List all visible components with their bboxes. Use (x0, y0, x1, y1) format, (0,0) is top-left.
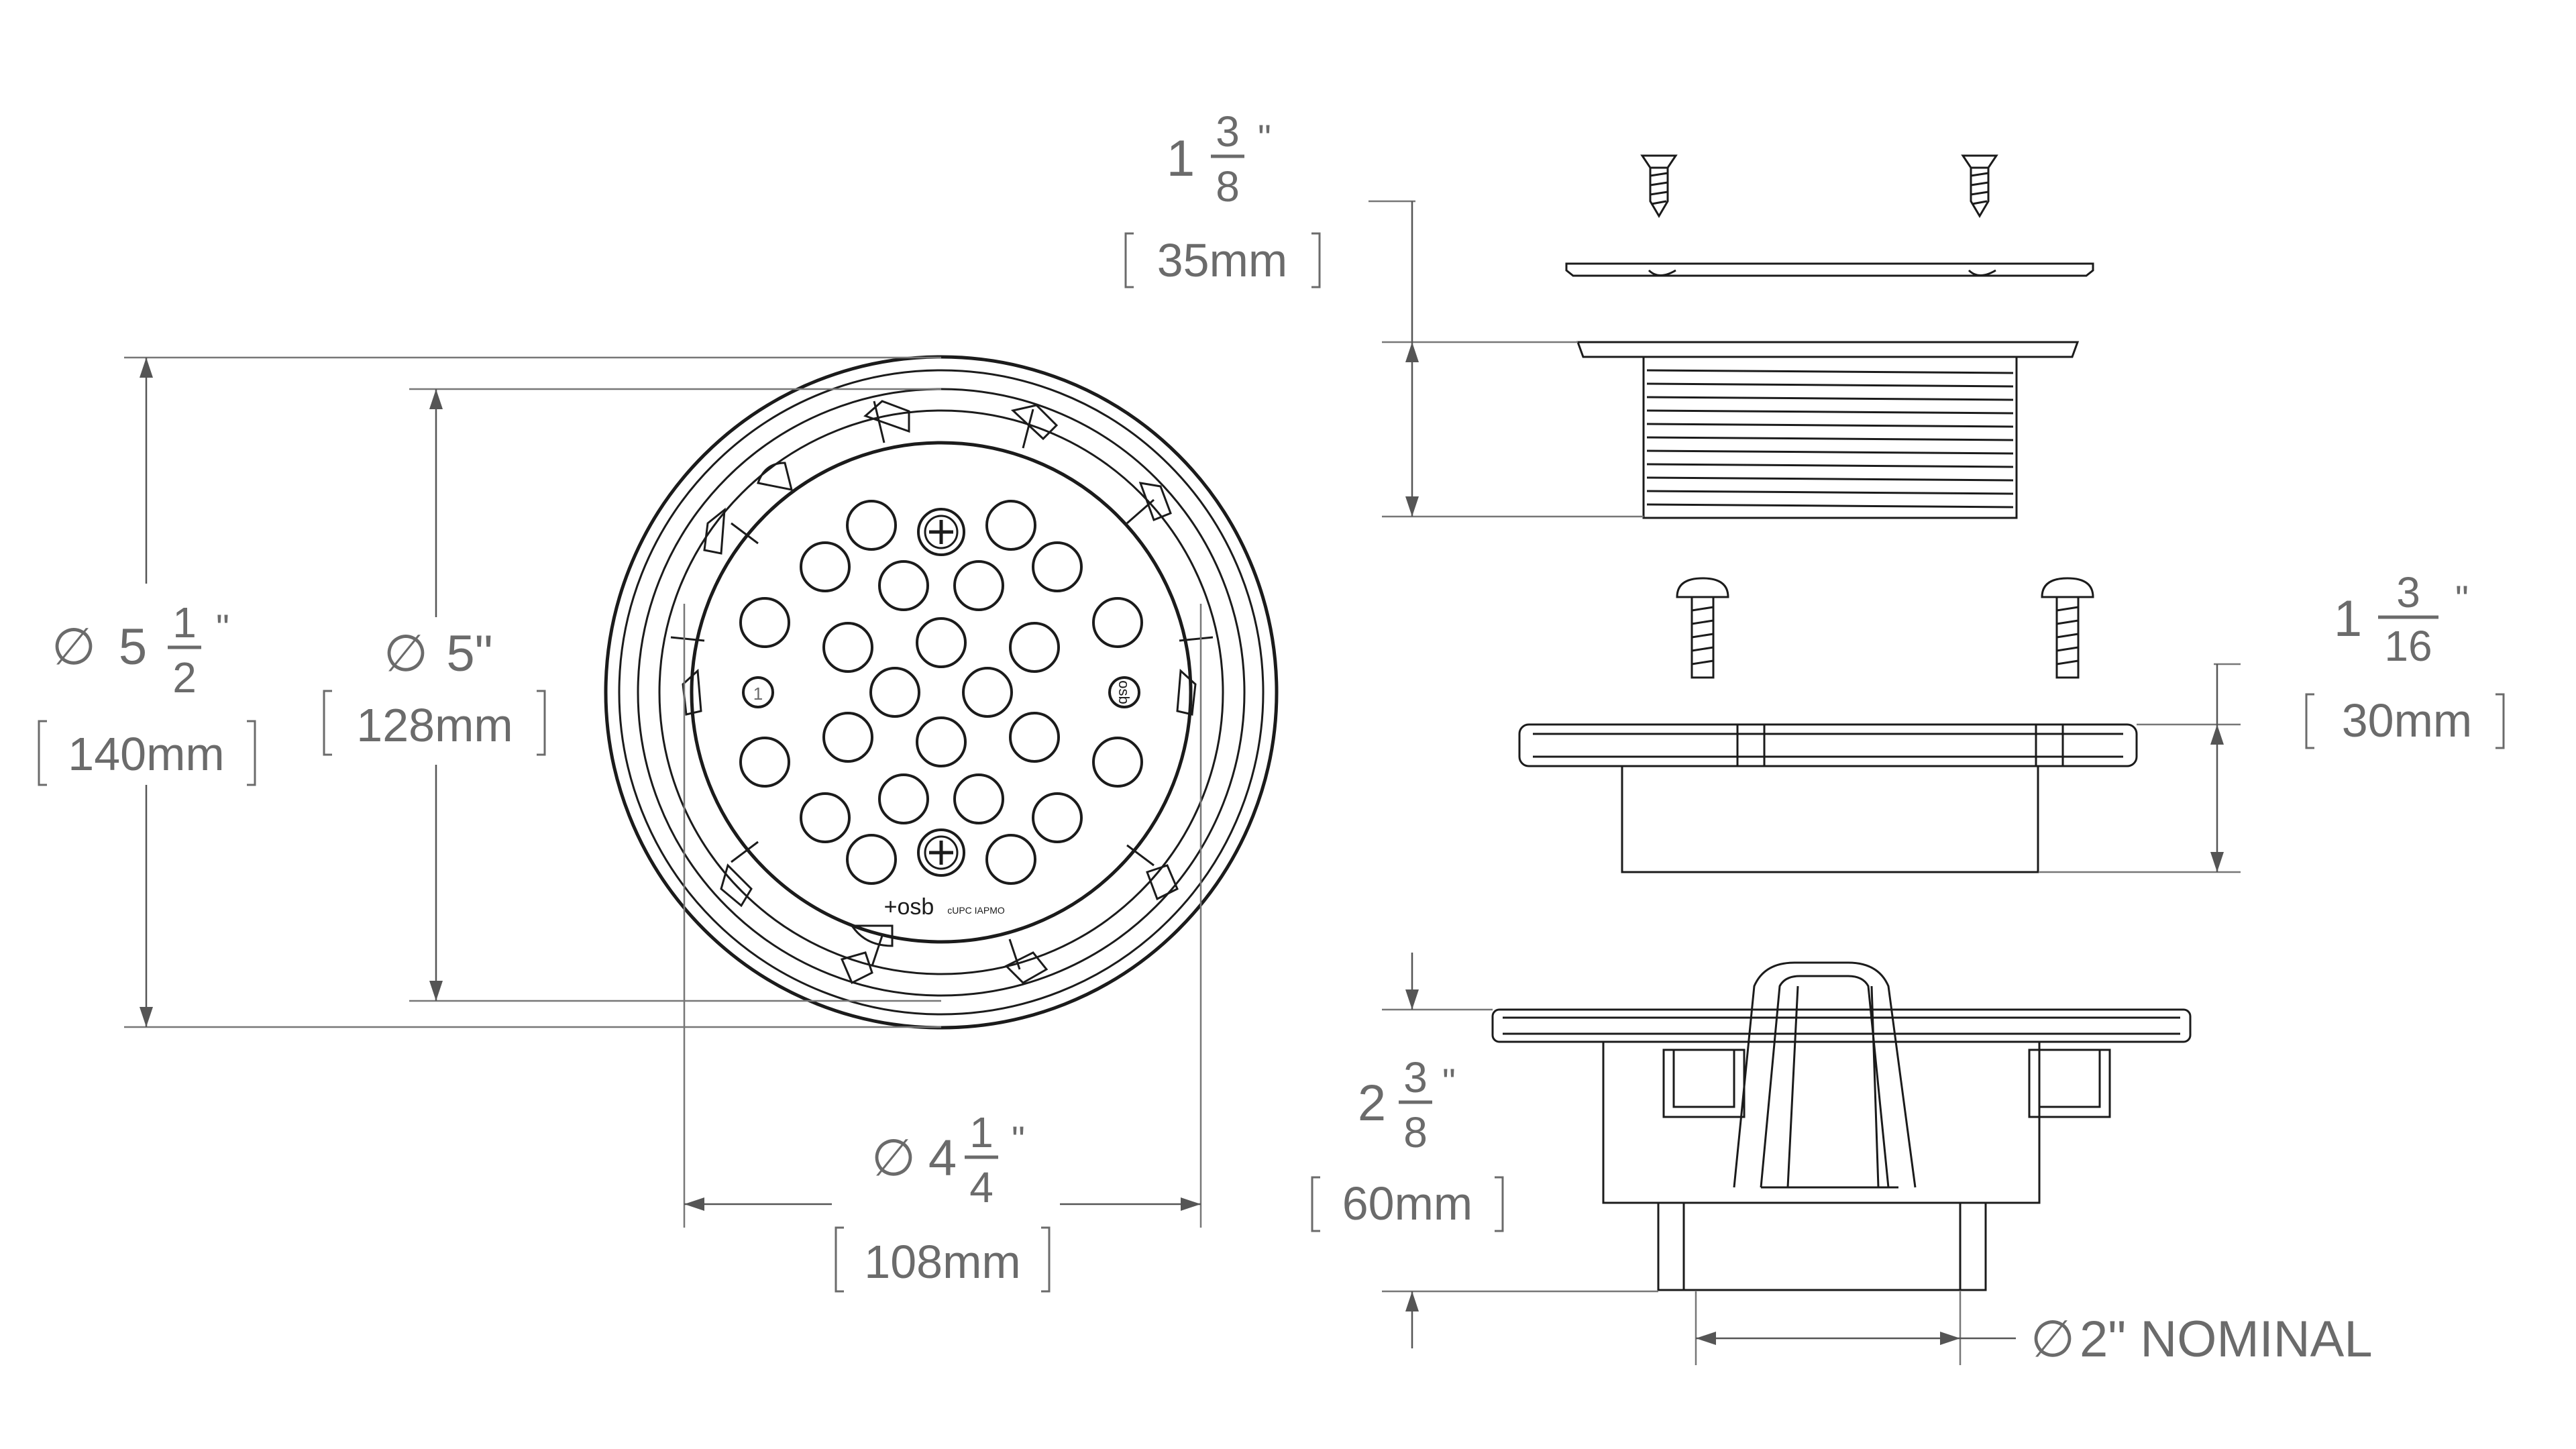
dim-pipe-size: ∅ 2" NOMINAL (1695, 1291, 2373, 1368)
inner-diameter-whole: 4 (928, 1130, 957, 1187)
top-view-drain: 1 osb +osb cUPC IAPMO (604, 355, 1279, 1030)
inner-diameter-den: 4 (969, 1163, 994, 1212)
strainer-height-num: 3 (1216, 107, 1240, 156)
threaded-ring-side (1576, 341, 2080, 519)
cert-mark: cUPC IAPMO (947, 905, 1005, 916)
ring-height-inch: " (2455, 578, 2469, 620)
dim-strainer-diameter: ∅ 5" 128mm (319, 388, 941, 1002)
strainer-diameter-symbol: ∅ (384, 625, 428, 682)
body-height-metric: 60mm (1342, 1177, 1472, 1230)
outer-diameter-symbol: ∅ (52, 619, 96, 676)
inner-diameter-symbol: ∅ (871, 1130, 916, 1187)
drain-body-side (1491, 961, 2192, 1291)
strainer-diameter-value: 5" (446, 625, 492, 682)
strainer-small-marks: 1 osb +osb cUPC IAPMO (742, 676, 1140, 920)
inner-diameter-metric: 108mm (864, 1236, 1020, 1288)
outer-diameter-metric: 140mm (68, 728, 224, 780)
dim-ring-height: 1 3 16 " 30mm (2039, 568, 2505, 873)
strainer-screw-side-left (1640, 154, 1678, 218)
outer-diameter-inch: " (216, 606, 229, 649)
ring-bolt-left (1676, 577, 1729, 679)
side-logo: osb (1116, 680, 1132, 704)
body-height-whole: 2 (1358, 1075, 1386, 1132)
ring-height-metric: 30mm (2342, 694, 2472, 747)
strainer-height-whole: 1 (1167, 130, 1195, 187)
ring-height-den: 16 (2384, 622, 2432, 670)
strainer-holes (739, 500, 1143, 885)
outer-flange-ring (604, 355, 1279, 1030)
outer-diameter-den: 2 (172, 653, 197, 702)
body-height-inch: " (1442, 1061, 1456, 1103)
body-height-den: 8 (1403, 1108, 1428, 1157)
hole-label: 1 (753, 684, 763, 704)
pipe-size-text: 2" NOMINAL (2080, 1311, 2373, 1368)
strainer-height-den: 8 (1216, 162, 1240, 211)
outer-diameter-num: 1 (172, 598, 197, 647)
inner-diameter-inch: " (1012, 1118, 1025, 1161)
dim-outer-diameter: ∅ 5 1 2 " 140mm (37, 356, 941, 1028)
strainer-height-inch: " (1258, 117, 1271, 159)
body-height-num: 3 (1403, 1053, 1428, 1102)
strainer-logo: +osb (884, 894, 934, 920)
strainer-screw-side-right (1961, 154, 1998, 218)
dim-strainer-height: 1 3 8 " 35mm (1124, 107, 1644, 518)
strainer-plate (690, 441, 1193, 944)
ring-height-num: 3 (2396, 568, 2420, 616)
inner-diameter-num: 1 (969, 1108, 994, 1157)
strainer-screw-bottom (917, 828, 965, 877)
strainer-plate-side (1565, 262, 2094, 277)
pipe-size-symbol: ∅ (2031, 1311, 2075, 1368)
strainer-diameter-metric: 128mm (356, 699, 513, 751)
outer-flange-inner-edge (618, 369, 1265, 1016)
flange-recess-ring (637, 388, 1246, 997)
dim-body-height: 2 3 8 " 60mm (1311, 953, 1658, 1348)
ring-height-whole: 1 (2334, 590, 2362, 647)
ring-bolt-right (2041, 577, 2094, 679)
strainer-screw-top (917, 508, 965, 556)
strainer-seat-ring (658, 409, 1224, 975)
dim-inner-diameter: ∅ 4 1 4 " 108mm (683, 604, 1202, 1301)
outer-diameter-whole: 5 (119, 619, 147, 676)
clamping-ring-side (1518, 723, 2138, 873)
strainer-height-metric: 35mm (1157, 234, 1287, 286)
